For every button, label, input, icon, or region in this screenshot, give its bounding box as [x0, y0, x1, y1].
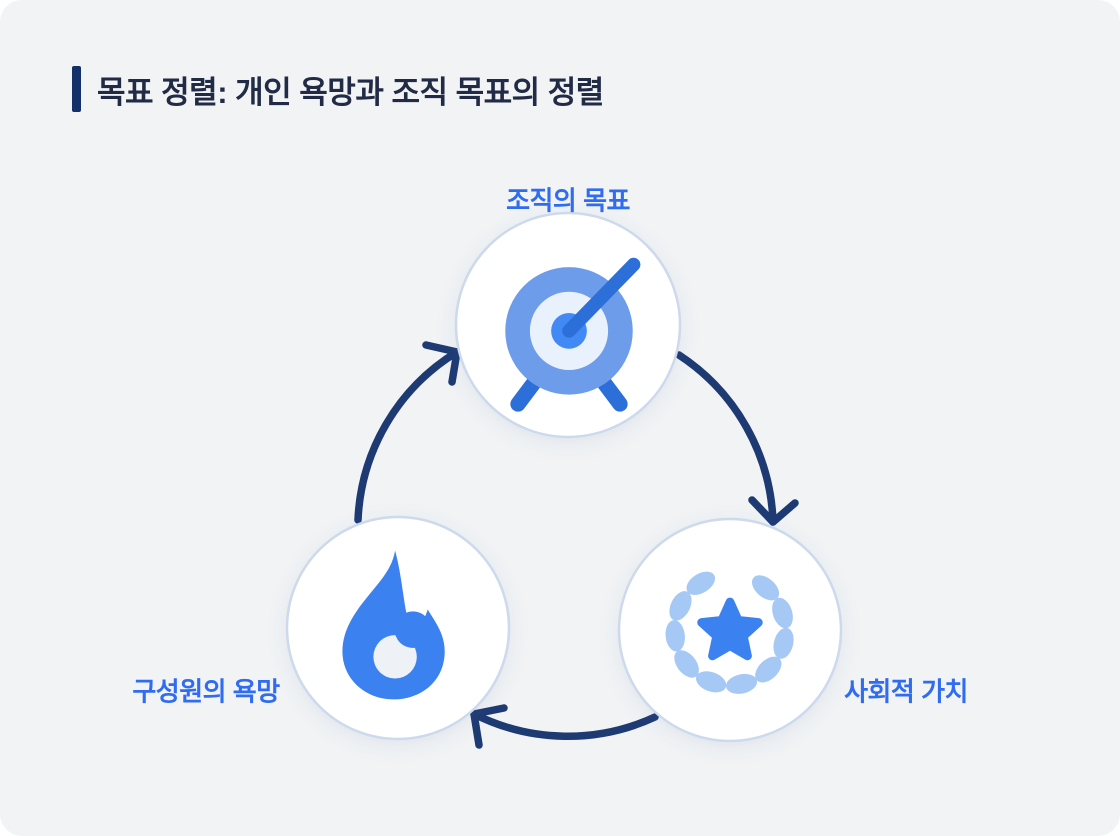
star-shape [697, 597, 763, 661]
node-label-member-desire: 구성원의 욕망 [132, 676, 280, 707]
node-label-social-value: 사회적 가치 [844, 676, 968, 707]
laurel-star-icon [665, 571, 794, 694]
target-icon [505, 257, 641, 412]
title-accent-bar [72, 66, 81, 112]
node-label-org-goal: 조직의 목표 [506, 185, 630, 216]
header: 목표 정렬: 개인 욕망과 조직 목표의 정렬 [72, 66, 604, 112]
page-title: 목표 정렬: 개인 욕망과 조직 목표의 정렬 [97, 74, 604, 110]
arrow-top-to-right [675, 351, 799, 526]
flame-icon [342, 550, 445, 700]
arrow-right-to-left [470, 704, 659, 749]
cycle-arrows [354, 341, 799, 749]
arrow-left-to-top [354, 341, 461, 524]
